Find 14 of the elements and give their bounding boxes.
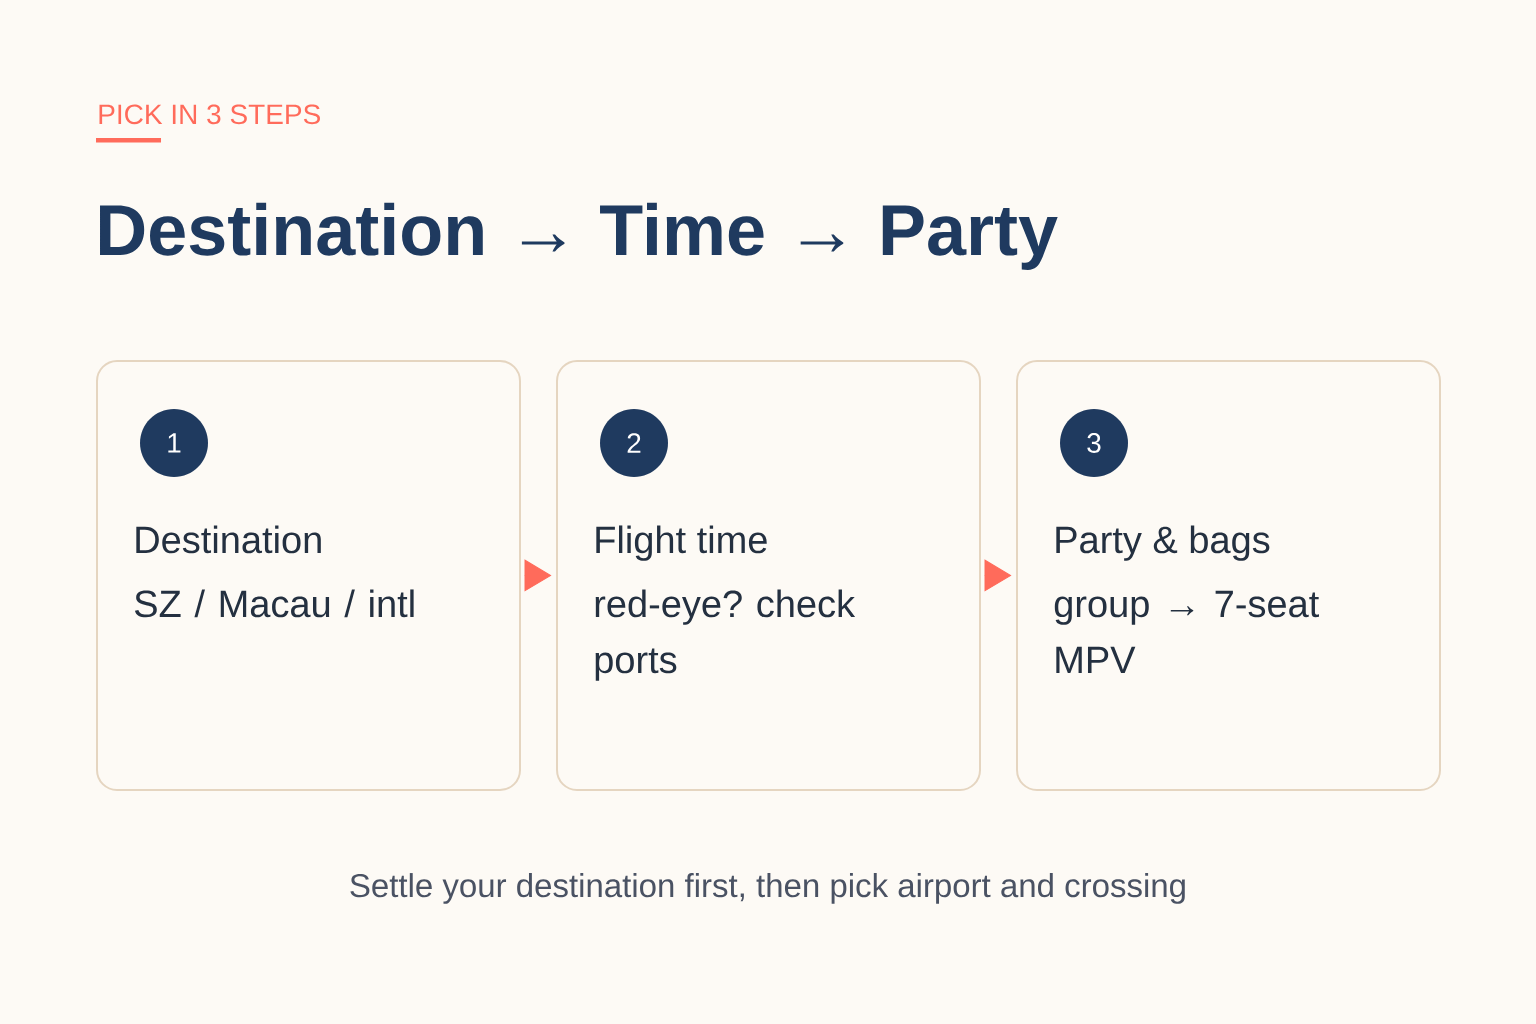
title: Destination → Time → Party: [100, 202, 1058, 270]
arrow: [984, 559, 1012, 592]
eyebrow-label: PICK IN 3 STEPS: [99, 104, 320, 125]
step-heading: Flight time: [596, 525, 767, 561]
step-heading: Party & bags: [1056, 525, 1270, 561]
step-text: group → 7-seat MPV: [1054, 590, 1319, 673]
step-card: [96, 360, 521, 791]
caption: Settle your destination first, then pick airport and crossing: [350, 873, 1185, 904]
arrow: [524, 559, 552, 592]
step-heading: Destination: [136, 525, 321, 554]
step-text: SZ / Macau / intl: [134, 589, 414, 618]
step-card: [556, 360, 981, 791]
step-text: red-eye? check ports: [595, 589, 856, 681]
step-card: [1016, 360, 1441, 791]
